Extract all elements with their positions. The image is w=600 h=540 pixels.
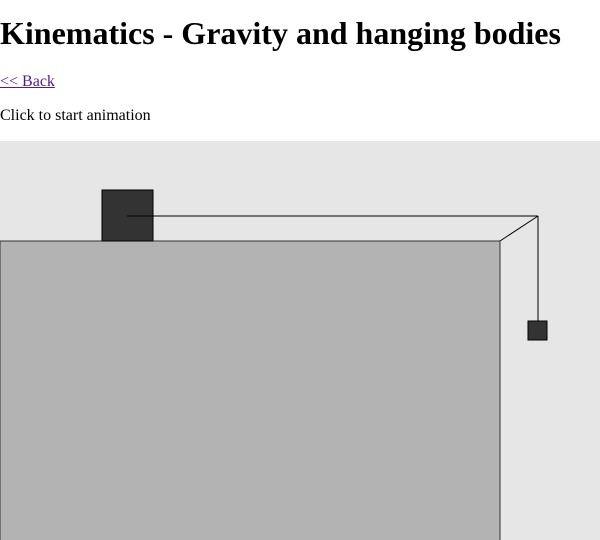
table-surface [0, 240, 501, 540]
animation-canvas[interactable] [0, 141, 600, 540]
pulley-strut [499, 215, 539, 242]
instruction-text: Click to start animation [0, 107, 151, 124]
hanging-block [527, 320, 548, 341]
back-link[interactable]: << Back [0, 73, 55, 90]
page-title: Kinematics - Gravity and hanging bodies [0, 15, 561, 51]
